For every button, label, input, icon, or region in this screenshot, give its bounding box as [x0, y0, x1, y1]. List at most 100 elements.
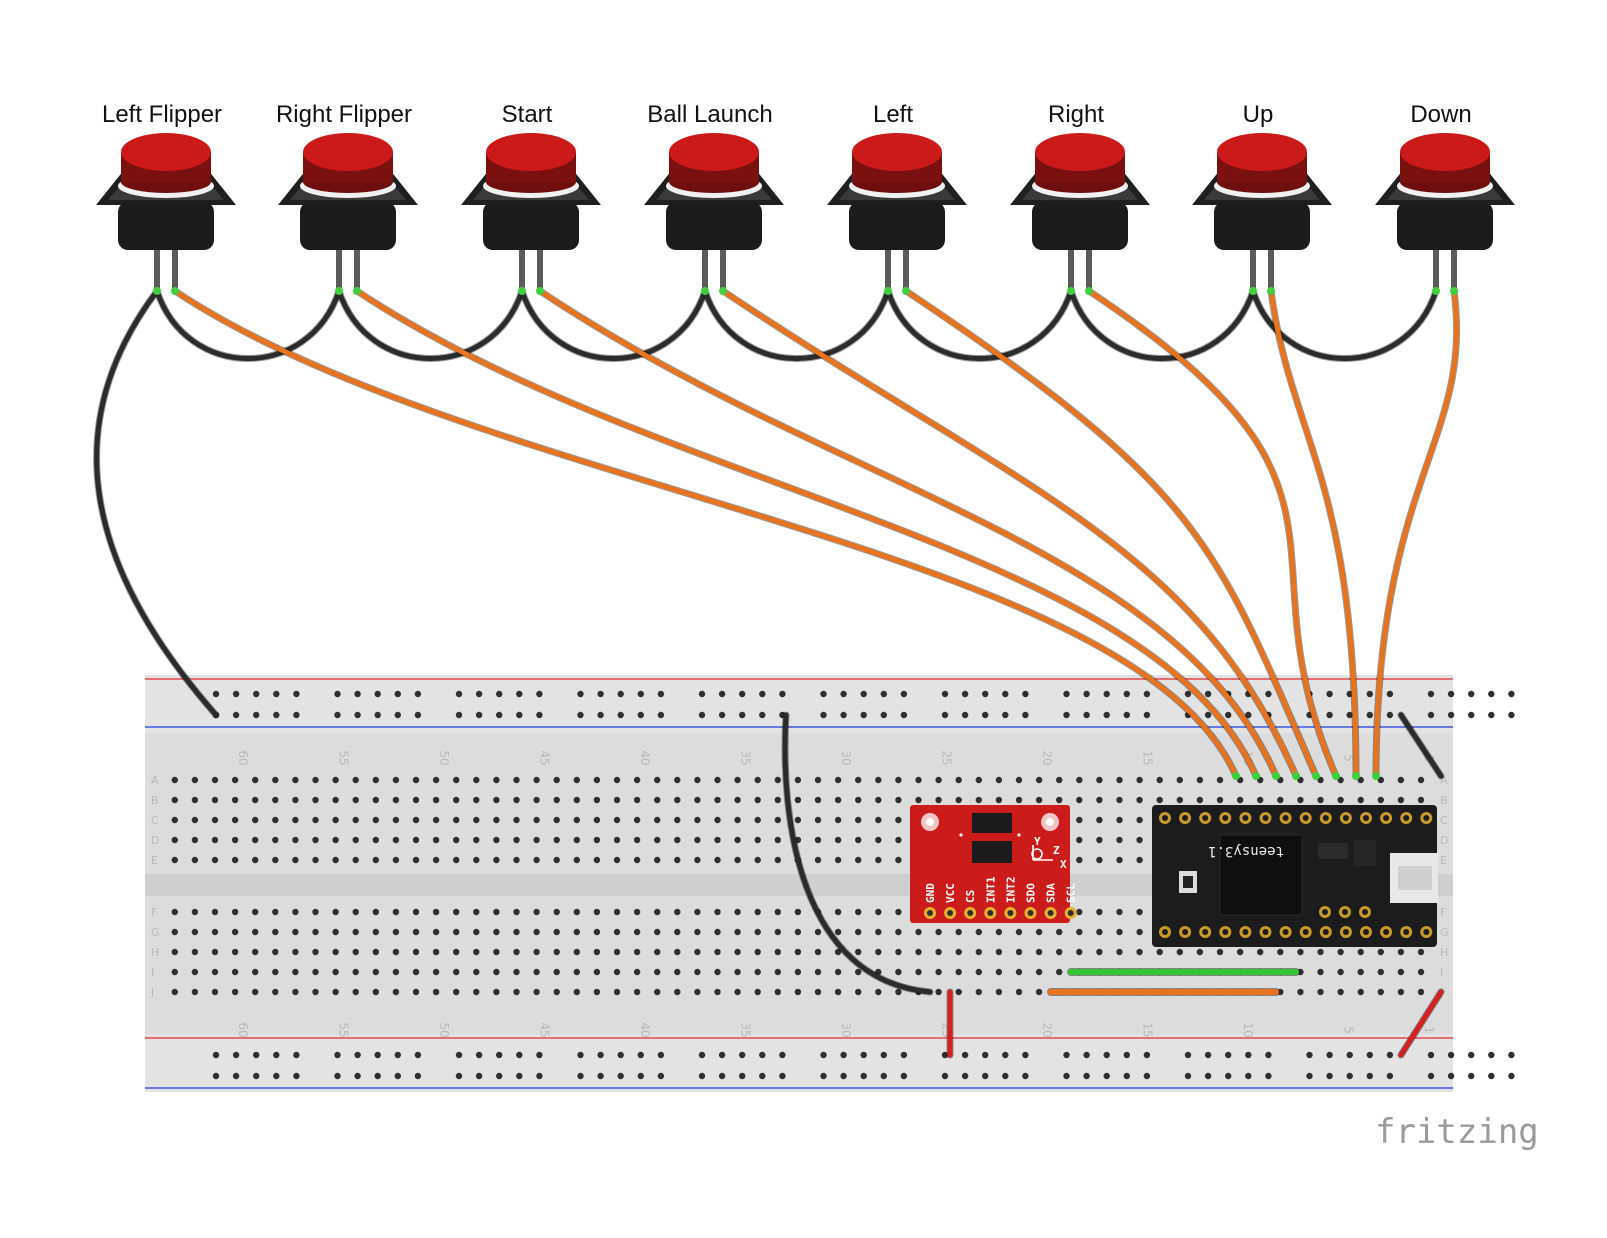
power-rail-hole[interactable]	[1022, 1051, 1029, 1059]
breadboard-hole[interactable]	[714, 908, 721, 916]
breadboard-hole[interactable]	[352, 836, 359, 844]
breadboard-hole[interactable]	[412, 908, 420, 916]
breadboard-hole[interactable]	[714, 968, 721, 976]
breadboard-hole[interactable]	[875, 928, 882, 936]
breadboard-hole[interactable]	[1317, 796, 1324, 804]
breadboard-hole[interactable]	[1056, 948, 1063, 956]
breadboard-hole[interactable]	[553, 928, 560, 936]
breadboard-hole[interactable]	[915, 928, 922, 936]
breadboard-hole[interactable]	[533, 968, 540, 976]
teensy-ground-wire[interactable]	[1398, 712, 1444, 779]
power-rail-hole[interactable]	[455, 1051, 463, 1059]
breadboard-hole[interactable]	[1216, 948, 1224, 956]
breadboard-hole[interactable]	[1116, 856, 1123, 864]
breadboard-hole[interactable]	[372, 988, 379, 996]
breadboard-hole[interactable]	[895, 988, 902, 996]
power-rail-hole[interactable]	[820, 1051, 827, 1059]
breadboard-hole[interactable]	[1337, 948, 1344, 956]
breadboard-hole[interactable]	[955, 948, 962, 956]
power-rail-hole[interactable]	[1508, 1072, 1515, 1080]
breadboard-hole[interactable]	[1136, 796, 1143, 804]
breadboard-hole[interactable]	[513, 776, 520, 784]
push-button[interactable]: Up	[1192, 101, 1332, 295]
breadboard-hole[interactable]	[533, 776, 540, 784]
breadboard-hole[interactable]	[231, 796, 239, 804]
breadboard-hole[interactable]	[754, 776, 761, 784]
power-rail-hole[interactable]	[1386, 1051, 1394, 1059]
breadboard-hole[interactable]	[1035, 948, 1043, 956]
power-rail-hole[interactable]	[1245, 1072, 1252, 1080]
breadboard-hole[interactable]	[392, 928, 400, 936]
power-rail-hole[interactable]	[273, 1051, 280, 1059]
power-rail-hole[interactable]	[880, 1072, 887, 1080]
breadboard-hole[interactable]	[955, 776, 962, 784]
push-button[interactable]: Start	[461, 101, 601, 295]
breadboard-hole[interactable]	[674, 928, 681, 936]
power-rail-hole[interactable]	[374, 690, 381, 698]
breadboard-hole[interactable]	[694, 836, 701, 844]
breadboard-hole[interactable]	[1317, 988, 1324, 996]
breadboard-hole[interactable]	[895, 908, 902, 916]
breadboard-hole[interactable]	[211, 796, 219, 804]
power-rail-hole[interactable]	[1103, 690, 1110, 698]
breadboard-hole[interactable]	[1116, 836, 1123, 844]
breadboard-hole[interactable]	[774, 776, 781, 784]
power-rail-hole[interactable]	[232, 711, 240, 719]
breadboard-hole[interactable]	[814, 816, 822, 824]
signal-wire[interactable]	[1373, 288, 1460, 779]
breadboard-hole[interactable]	[633, 776, 641, 784]
breadboard-hole[interactable]	[995, 948, 1003, 956]
power-rail-hole[interactable]	[334, 1051, 341, 1059]
breadboard-hole[interactable]	[875, 836, 882, 844]
power-rail-hole[interactable]	[718, 1051, 726, 1059]
breadboard-hole[interactable]	[292, 836, 299, 844]
breadboard-hole[interactable]	[553, 816, 560, 824]
power-rail-hole[interactable]	[1468, 1051, 1475, 1059]
power-rail-hole[interactable]	[1508, 711, 1515, 719]
breadboard-hole[interactable]	[895, 928, 902, 936]
power-rail-hole[interactable]	[982, 690, 989, 698]
power-rail-hole[interactable]	[1346, 711, 1353, 719]
breadboard-hole[interactable]	[633, 928, 641, 936]
breadboard-hole[interactable]	[654, 968, 661, 976]
breadboard-hole[interactable]	[1015, 988, 1023, 996]
breadboard-hole[interactable]	[875, 816, 882, 824]
breadboard-hole[interactable]	[754, 856, 761, 864]
breadboard-hole[interactable]	[734, 928, 741, 936]
power-rail-hole[interactable]	[698, 690, 706, 698]
breadboard-hole[interactable]	[272, 836, 279, 844]
power-rail-hole[interactable]	[1123, 1072, 1131, 1080]
power-rail-hole[interactable]	[1143, 711, 1151, 719]
breadboard-hole[interactable]	[694, 968, 701, 976]
push-button[interactable]: Left Flipper	[96, 101, 236, 295]
breadboard-hole[interactable]	[834, 856, 842, 864]
breadboard-hole[interactable]	[975, 776, 982, 784]
breadboard-hole[interactable]	[252, 968, 259, 976]
breadboard-hole[interactable]	[734, 968, 741, 976]
breadboard-hole[interactable]	[1176, 796, 1184, 804]
breadboard-hole[interactable]	[412, 968, 420, 976]
power-rail-hole[interactable]	[840, 1051, 847, 1059]
breadboard-hole[interactable]	[1015, 928, 1023, 936]
breadboard-hole[interactable]	[272, 968, 279, 976]
power-rail-hole[interactable]	[455, 711, 463, 719]
breadboard-hole[interactable]	[1417, 968, 1425, 976]
power-rail-hole[interactable]	[293, 711, 300, 719]
breadboard-hole[interactable]	[432, 988, 440, 996]
breadboard-hole[interactable]	[513, 908, 520, 916]
breadboard-hole[interactable]	[875, 796, 882, 804]
breadboard-hole[interactable]	[573, 776, 580, 784]
ground-chain-wire[interactable]	[519, 288, 708, 361]
power-rail-hole[interactable]	[1002, 711, 1009, 719]
ground-chain-wire[interactable]	[1250, 288, 1439, 361]
breadboard-hole[interactable]	[191, 908, 199, 916]
breadboard-hole[interactable]	[875, 948, 882, 956]
breadboard-hole[interactable]	[1015, 776, 1023, 784]
breadboard-hole[interactable]	[734, 948, 741, 956]
breadboard-hole[interactable]	[1156, 948, 1163, 956]
power-rail-hole[interactable]	[334, 690, 341, 698]
power-rail-hole[interactable]	[1265, 690, 1272, 698]
power-rail-hole[interactable]	[293, 1051, 300, 1059]
breadboard-hole[interactable]	[1056, 928, 1063, 936]
power-rail-hole[interactable]	[779, 1072, 786, 1080]
